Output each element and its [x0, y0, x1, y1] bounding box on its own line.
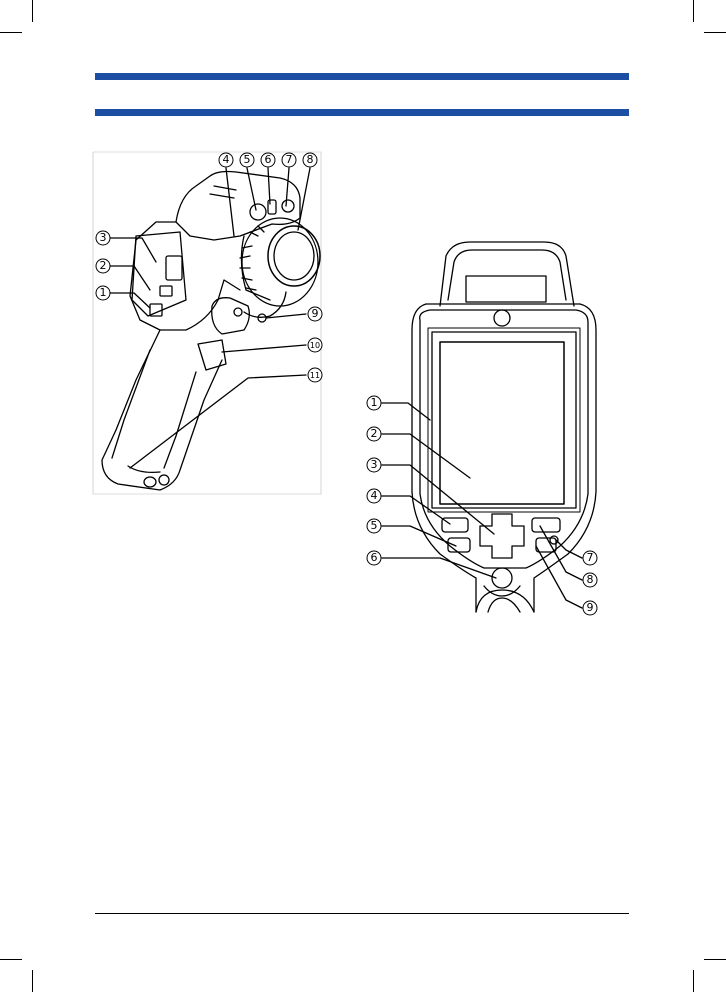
- callout-left-4: 4: [223, 153, 230, 166]
- callout-left-9: 9: [312, 307, 319, 320]
- callout-left-8: 8: [307, 153, 314, 166]
- callout-left-7: 7: [286, 153, 293, 166]
- callout-left-11: 11: [310, 371, 320, 380]
- callout-left-2: 2: [100, 259, 107, 272]
- callout-left-5: 5: [244, 153, 251, 166]
- trigger: [198, 340, 226, 370]
- callout-left-10: 10: [310, 341, 320, 350]
- camera-handle: [102, 330, 222, 490]
- callout-left-6: 6: [265, 153, 272, 166]
- lens-front: [268, 226, 320, 286]
- callout-left-3: 3: [100, 231, 107, 244]
- callout-left-1: 1: [100, 286, 107, 299]
